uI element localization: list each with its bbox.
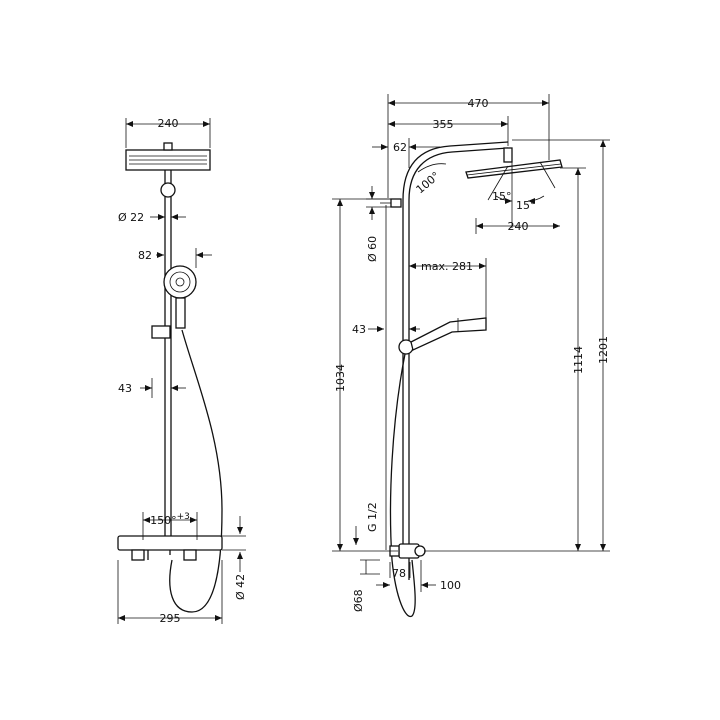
side-tilt-right-label: 15° bbox=[516, 199, 536, 212]
side-depth-label: 100 bbox=[440, 579, 461, 592]
side-height-mid-label: 1114 bbox=[572, 346, 585, 374]
front-wall-bracket bbox=[160, 182, 176, 198]
front-hose bbox=[169, 329, 223, 613]
front-bar-diameter-label: Ø 22 bbox=[118, 211, 144, 224]
side-tilt-left-label: 15° bbox=[492, 190, 512, 203]
side-hand-shower bbox=[410, 317, 487, 351]
front-hand-offset-label: 82 bbox=[138, 249, 152, 262]
side-wall-bracket bbox=[390, 198, 402, 208]
front-head-width-label: 240 bbox=[158, 117, 179, 130]
side-bracket-diameter-label: Ø 60 bbox=[366, 236, 379, 262]
side-arm-reach-label: 355 bbox=[433, 118, 454, 131]
side-tilt-angle-label: 100° bbox=[414, 169, 443, 196]
front-mixer-bar bbox=[117, 535, 223, 551]
front-angle-label: 150°+3 bbox=[150, 512, 190, 527]
front-head-nozzles bbox=[129, 155, 207, 165]
side-height-total-label: 1201 bbox=[597, 336, 610, 364]
front-slider-holder bbox=[151, 325, 171, 339]
front-view: 240 Ø 22 82 43 150°+3 Ø 42 295 bbox=[117, 117, 247, 625]
side-head-width-label: 240 bbox=[508, 220, 529, 233]
side-thread-label: G 1/2 bbox=[366, 502, 379, 532]
side-wall-gap-label: 43 bbox=[352, 323, 366, 336]
side-escutcheon-label: Ø68 bbox=[352, 589, 365, 612]
front-outlet-diameter-label: Ø 42 bbox=[234, 574, 247, 600]
front-mixer-width-label: 295 bbox=[160, 612, 181, 625]
front-wall-gap-label: 43 bbox=[118, 382, 132, 395]
side-overhead-shower bbox=[465, 159, 563, 179]
side-height-lower-label: 1034 bbox=[334, 364, 347, 392]
side-view: 15° 15° 240 100° 470 355 bbox=[332, 94, 610, 618]
side-center-distance-label: 78 bbox=[392, 567, 406, 580]
side-hose bbox=[389, 353, 416, 618]
front-hand-shower bbox=[163, 265, 197, 299]
side-shower-arm bbox=[402, 141, 509, 201]
side-hand-reach-label: max. 281 bbox=[421, 260, 473, 273]
side-total-reach-label: 470 bbox=[468, 97, 489, 110]
side-elbow-offset-label: 62 bbox=[393, 141, 407, 154]
